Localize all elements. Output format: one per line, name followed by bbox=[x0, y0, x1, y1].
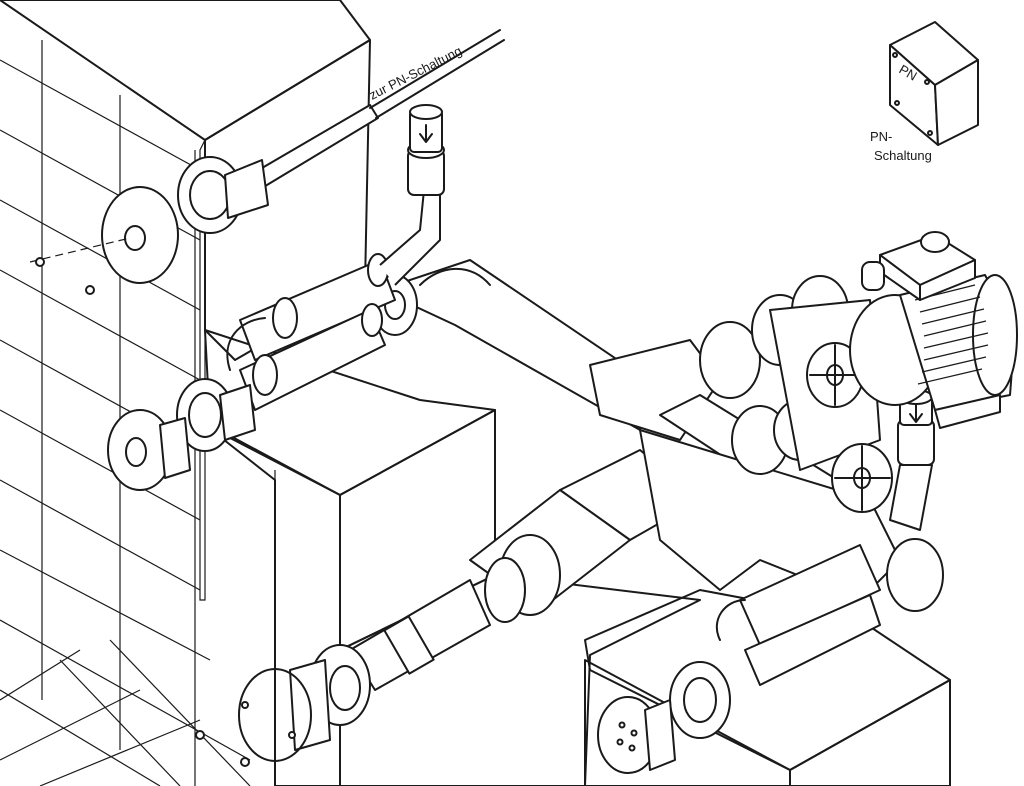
caption-line-2: Schaltung bbox=[874, 148, 932, 163]
jet-nozzle-lower bbox=[597, 661, 731, 774]
wall-cover-plate-upper bbox=[29, 186, 179, 295]
flow-sensor-lower bbox=[889, 389, 935, 531]
handwheel-valve-icon bbox=[806, 342, 893, 513]
caption-line-1: PN- bbox=[870, 129, 892, 144]
control-cable: zur PN-Schaltung bbox=[249, 29, 505, 189]
electric-motor-icon bbox=[849, 231, 1018, 429]
wall-flange-upper bbox=[177, 156, 269, 234]
flow-sensor-upper bbox=[407, 104, 445, 196]
pool-floor-tiles bbox=[0, 639, 251, 786]
jet-nozzle-upper bbox=[107, 409, 191, 491]
wall-flange-middle bbox=[176, 378, 256, 452]
junction-box-icon: PN bbox=[889, 21, 979, 146]
suction-cover-lower bbox=[195, 644, 371, 767]
upper-supply-pipes bbox=[226, 179, 441, 411]
